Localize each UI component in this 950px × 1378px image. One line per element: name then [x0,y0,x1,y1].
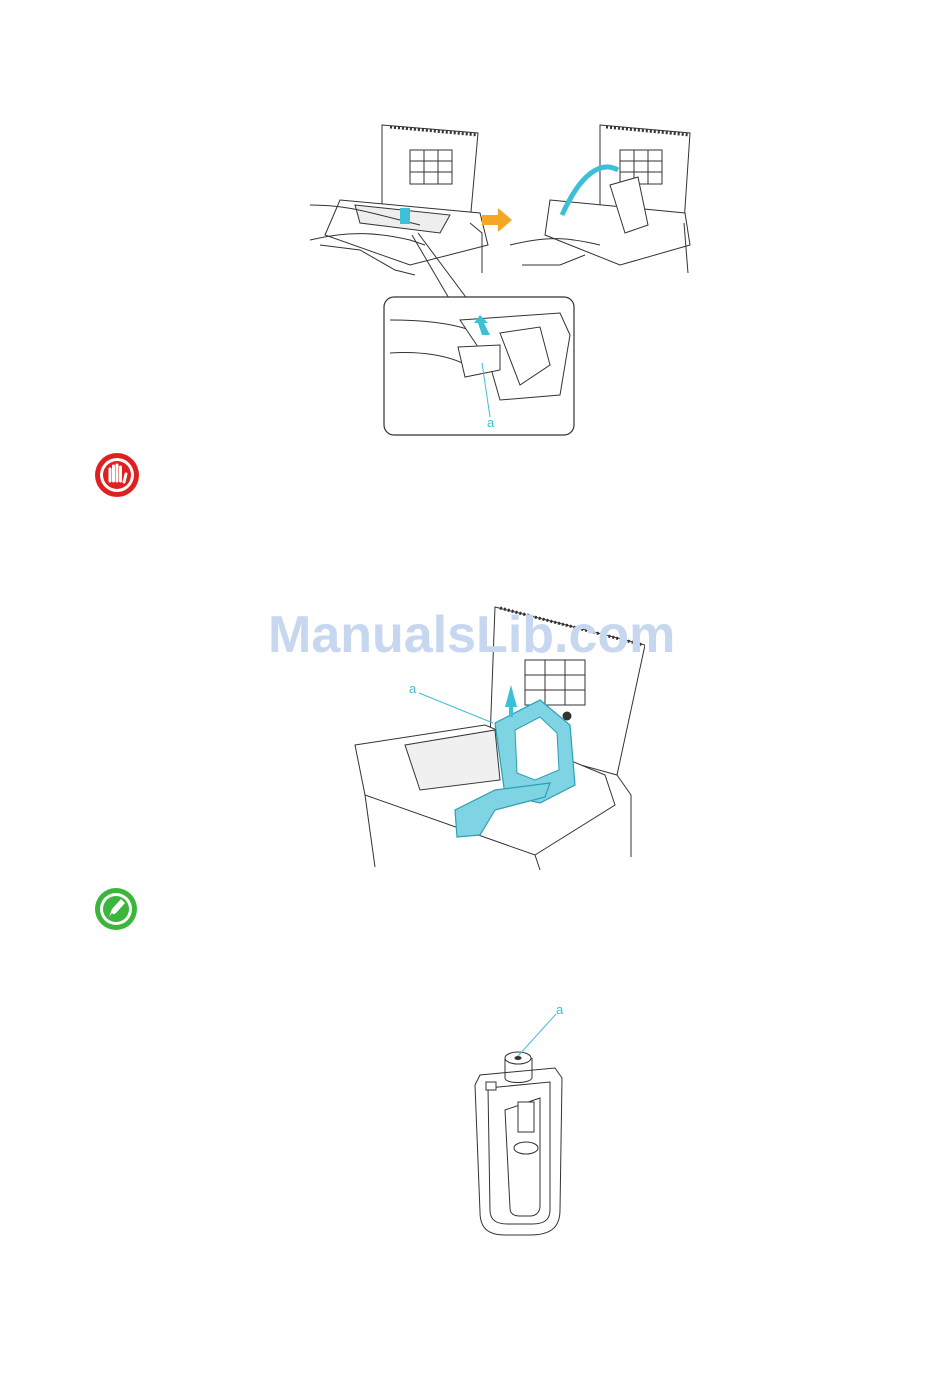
printer-open-cover-illustration: a [300,115,700,440]
important-icon-wrapper [94,452,140,498]
orange-arrow-icon [482,208,512,232]
note-icon-wrapper [94,887,138,931]
callout-label-a: a [556,1002,564,1017]
figure-top: a [300,115,700,440]
figure-bottom: a [460,1000,580,1240]
pencil-note-icon [94,887,138,931]
callout-label-a: a [409,681,417,696]
stop-hand-icon [94,452,140,498]
callout-label-a: a [487,415,495,430]
watermark: ManualsLib.com [268,605,708,665]
ink-cartridge-illustration: a [460,1000,580,1240]
cyan-arrow-icon [400,208,410,224]
